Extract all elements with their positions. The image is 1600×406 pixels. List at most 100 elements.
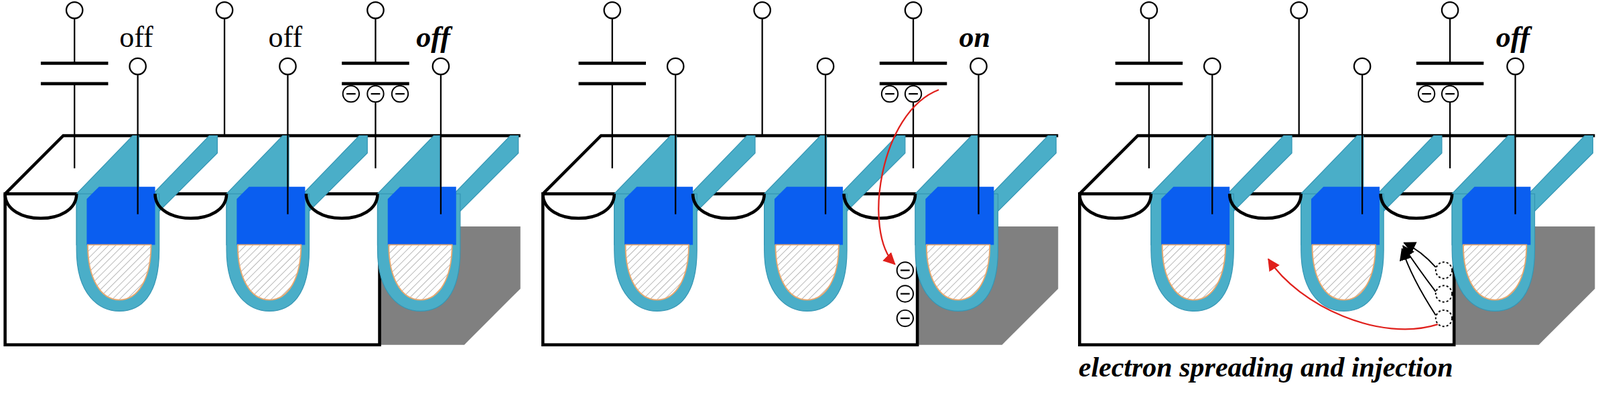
- terminal-circle: [1141, 2, 1158, 19]
- photodiode: [1463, 244, 1527, 300]
- trench-wall: [454, 136, 519, 212]
- wire: [341, 61, 410, 65]
- transfer-arrow: [878, 89, 939, 264]
- photodiode: [775, 244, 839, 300]
- wire: [374, 18, 376, 63]
- electron-symbol: [881, 85, 898, 102]
- trench-wall: [991, 136, 1056, 212]
- pixel-panel: [5, 2, 521, 346]
- wire: [1115, 61, 1184, 65]
- diode-top: [387, 186, 457, 246]
- wire: [286, 74, 289, 215]
- trench-wall: [1227, 136, 1292, 212]
- photodiode: [388, 244, 452, 300]
- caption-note: electron spreading and injection: [1078, 353, 1454, 382]
- diode-top: [86, 186, 155, 246]
- terminal-circle: [817, 58, 834, 75]
- wire: [1416, 61, 1485, 65]
- spreading-arrow: [1403, 245, 1436, 293]
- wire: [1148, 83, 1150, 169]
- electron-minus: [900, 292, 910, 295]
- terminal-circle: [753, 2, 770, 19]
- diode-top: [1311, 186, 1380, 246]
- electron-symbol: [1441, 85, 1458, 102]
- electron-symbol: [897, 261, 914, 279]
- terminal-circle: [1291, 2, 1308, 19]
- switch-state: off: [416, 22, 451, 53]
- electron-minus: [1445, 93, 1455, 95]
- terminal-circle: [1354, 58, 1371, 75]
- trench-wall: [1377, 136, 1442, 212]
- storage-node: [542, 193, 615, 219]
- pixel-panel: [1079, 2, 1595, 346]
- terminal-circle: [905, 2, 922, 19]
- wire: [1298, 18, 1300, 136]
- switch-state: off: [119, 22, 154, 53]
- trench-wall: [1528, 136, 1593, 212]
- pixel-panel: [542, 2, 1058, 346]
- electron-symbol: [1418, 85, 1435, 102]
- storage-node: [692, 193, 765, 219]
- wire: [40, 61, 109, 65]
- terminal-circle: [667, 58, 684, 75]
- electron-symbol: [897, 285, 914, 302]
- storage-node: [1079, 193, 1152, 219]
- switch-state: off: [1496, 22, 1531, 53]
- trench-wall: [690, 136, 756, 212]
- injection-arrow: [1268, 259, 1438, 330]
- wire: [223, 18, 226, 136]
- storage-node: [1229, 193, 1302, 219]
- wire: [73, 83, 76, 169]
- terminal-circle: [1506, 58, 1523, 75]
- electron-minus: [900, 269, 910, 271]
- electron-minus: [885, 93, 895, 95]
- electron-symbol: [897, 310, 914, 327]
- diode-top: [624, 186, 693, 246]
- wire: [879, 61, 948, 65]
- wire: [1361, 74, 1363, 215]
- terminal-circle: [279, 58, 296, 75]
- electron-symbol: [905, 85, 922, 102]
- terminal-circle: [66, 2, 83, 19]
- diode-top: [925, 186, 994, 246]
- photodiode: [1312, 244, 1376, 300]
- wire: [674, 74, 677, 215]
- trench-wall: [152, 136, 218, 212]
- electron-minus: [371, 93, 381, 95]
- wire: [440, 74, 442, 215]
- electron-minus: [395, 93, 405, 95]
- terminal-circle: [216, 2, 233, 19]
- wire: [912, 18, 914, 63]
- wire: [977, 74, 979, 215]
- terminal-circle: [1204, 58, 1221, 75]
- storage-node: [5, 193, 78, 219]
- electron-minus: [908, 93, 918, 95]
- terminal-circle: [604, 2, 621, 19]
- substrate-front: [542, 193, 918, 345]
- electron-symbol: [1435, 261, 1452, 279]
- wire: [824, 74, 827, 215]
- photodiode: [237, 244, 301, 300]
- terminal-circle: [367, 2, 384, 19]
- terminal-circle: [129, 58, 146, 75]
- wire: [761, 18, 764, 136]
- wire: [1148, 18, 1150, 63]
- photodiode: [625, 244, 689, 300]
- terminal-circle: [1441, 2, 1458, 19]
- wire: [1211, 74, 1213, 215]
- photodiode: [87, 244, 151, 300]
- terminal-circle: [970, 58, 987, 75]
- storage-node: [306, 193, 378, 219]
- storage-node: [1380, 193, 1453, 219]
- wire: [136, 74, 139, 215]
- photodiode: [926, 244, 990, 300]
- switch-state: off: [268, 22, 303, 53]
- switch-state: on: [959, 22, 991, 53]
- wire: [578, 61, 647, 65]
- trench-wall: [840, 136, 906, 212]
- electron-symbol: [367, 85, 384, 102]
- electron-symbol: [343, 85, 360, 102]
- electron-symbol: [391, 85, 409, 102]
